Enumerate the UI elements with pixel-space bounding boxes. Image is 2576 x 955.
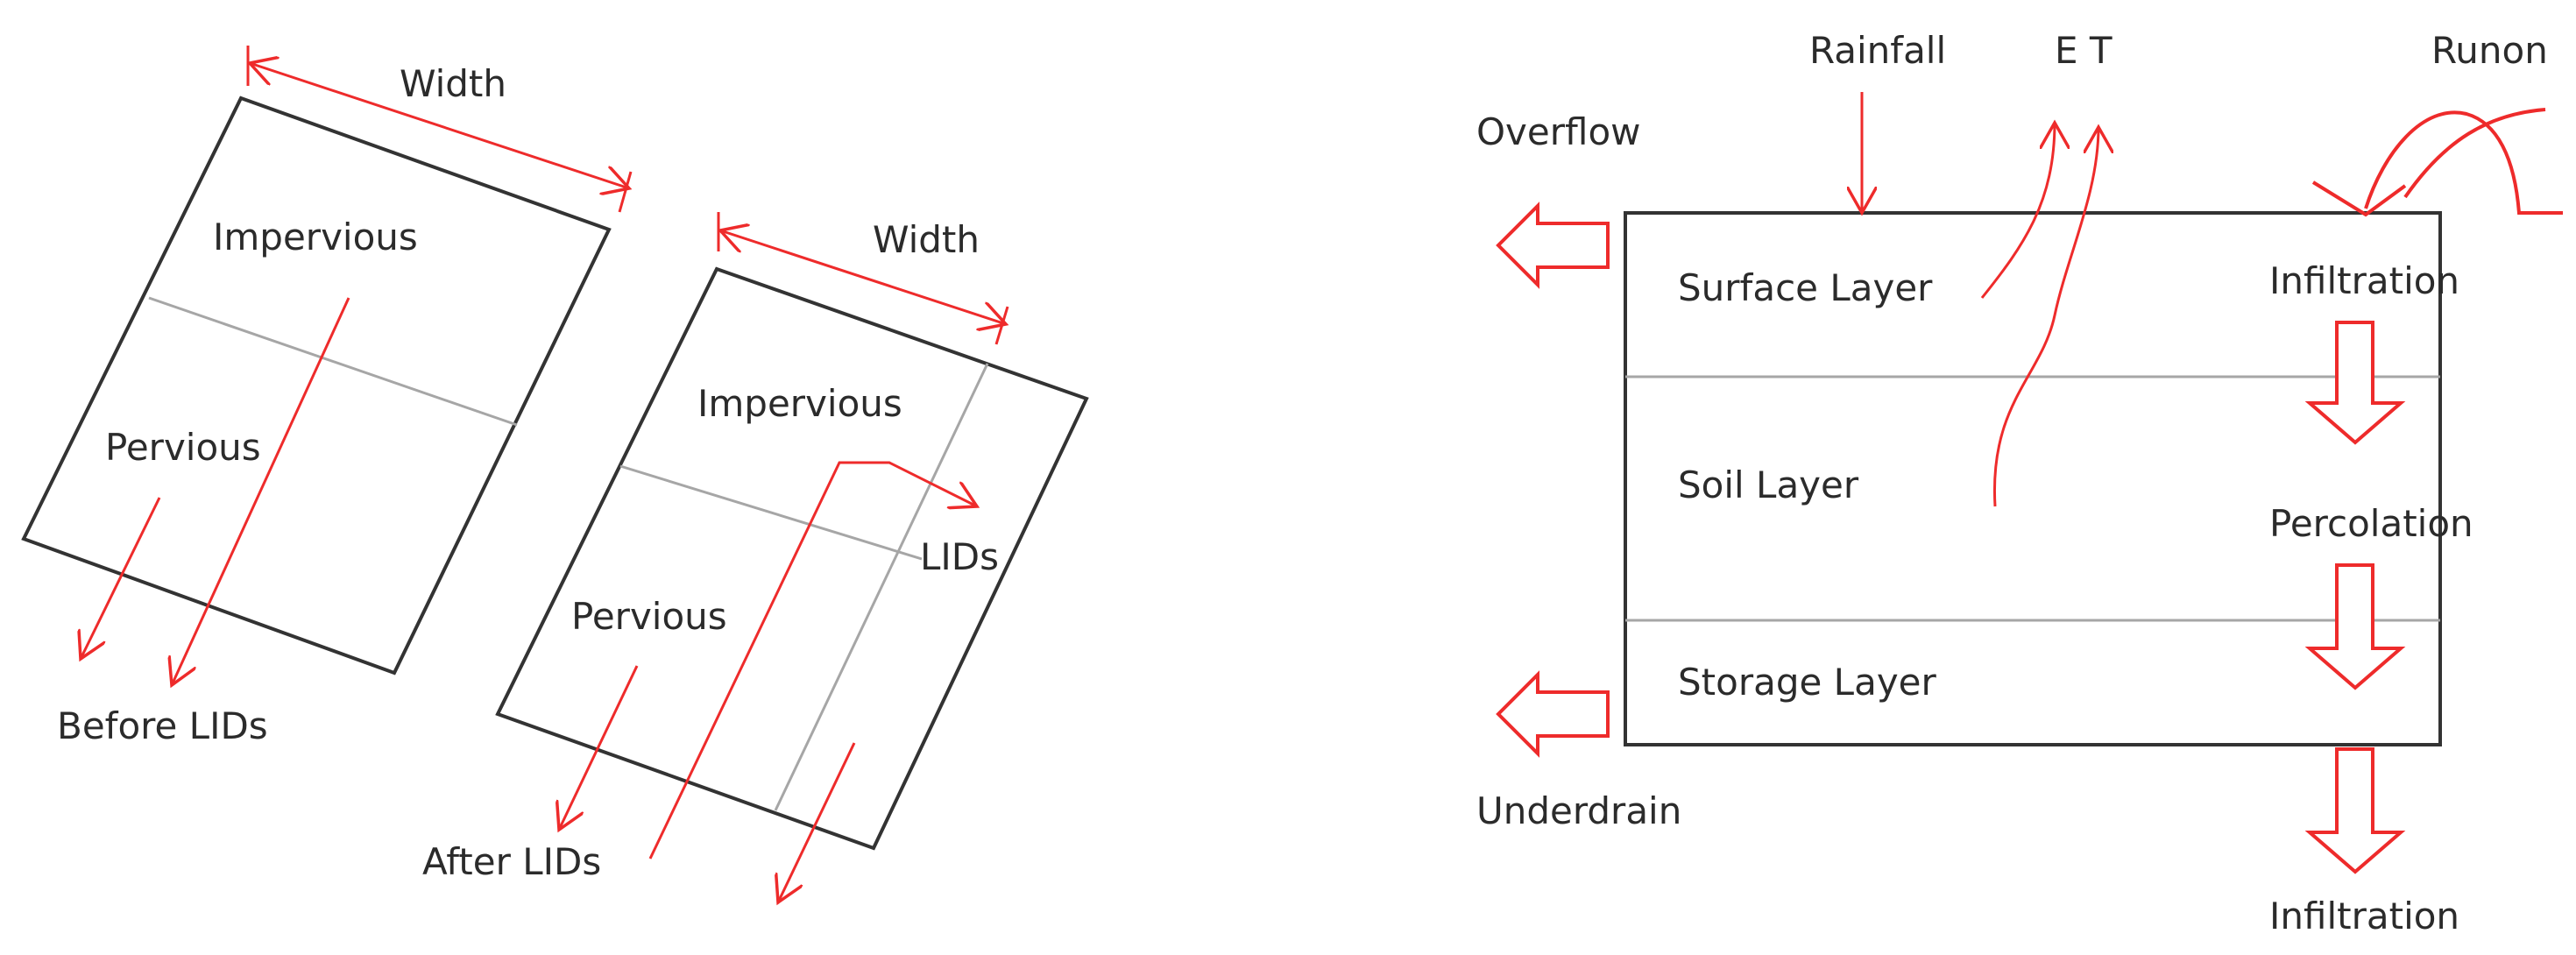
after-lid-strip-edge <box>774 363 989 811</box>
after-lid-outflow-arrow <box>778 742 856 902</box>
et-soil-arrow <box>1992 127 2098 507</box>
after-width-label: Width <box>873 218 980 261</box>
rainfall-label: Rainfall <box>1809 29 1946 72</box>
after-pervious-flow-arrow <box>559 665 639 830</box>
before-width-arrow <box>250 63 629 188</box>
surface-layer-label: Surface Layer <box>1678 266 1933 309</box>
after-lids-label: LIDs <box>920 535 999 578</box>
after-impervious-to-lid-arrow <box>648 461 977 860</box>
before-impervious-pervious-divider <box>148 296 518 427</box>
before-lids-panel: Width Impervious Pervious Before LIDs <box>21 46 633 747</box>
after-impervious-label: Impervious <box>697 382 902 425</box>
before-width-tick-right <box>618 171 633 213</box>
overflow-arrow <box>1496 202 1610 289</box>
infiltration-bottom-label: Infiltration <box>2269 895 2459 937</box>
soil-layer-label: Soil Layer <box>1678 463 1859 506</box>
underdrain-arrow <box>1496 670 1610 758</box>
lid-unit-outline <box>1624 211 2442 746</box>
underdrain-label: Underdrain <box>1476 789 1681 832</box>
infiltration-bottom-arrow <box>2304 747 2406 874</box>
before-pervious-label: Pervious <box>105 426 261 469</box>
overflow-label: Overflow <box>1476 110 1641 153</box>
infiltration-top-label: Infiltration <box>2269 259 2459 302</box>
after-width-arrow <box>720 230 1006 324</box>
storage-layer-label: Storage Layer <box>1678 661 1937 704</box>
before-width-label: Width <box>400 62 506 105</box>
before-catchment-outline <box>21 96 612 676</box>
runon-arrow-inner <box>2403 108 2546 199</box>
after-lids-caption: After LIDs <box>422 840 601 883</box>
runon-label: Runon <box>2431 29 2548 72</box>
runon-arrow <box>2364 110 2563 215</box>
before-lids-caption: Before LIDs <box>57 704 268 747</box>
lid-layer-panel: Surface Layer Soil Layer Storage Layer R… <box>1476 29 2563 937</box>
runon-arrow-head <box>2311 180 2407 217</box>
after-lids-panel: Width Impervious LIDs Pervious After LID… <box>422 212 1089 902</box>
after-pervious-label: Pervious <box>571 595 727 638</box>
before-impervious-flow-arrow <box>172 297 350 685</box>
after-impervious-pervious-divider <box>619 464 923 561</box>
et-label: E T <box>2055 29 2112 72</box>
after-width-tick-right <box>994 306 1009 345</box>
infiltration-down-arrow <box>2304 321 2406 445</box>
before-impervious-label: Impervious <box>213 216 418 258</box>
et-surface-arrow <box>1980 123 2055 299</box>
after-catchment-outline <box>495 266 1089 851</box>
percolation-down-arrow <box>2304 563 2406 690</box>
percolation-label: Percolation <box>2269 502 2473 545</box>
before-pervious-flow-arrow <box>81 497 161 659</box>
